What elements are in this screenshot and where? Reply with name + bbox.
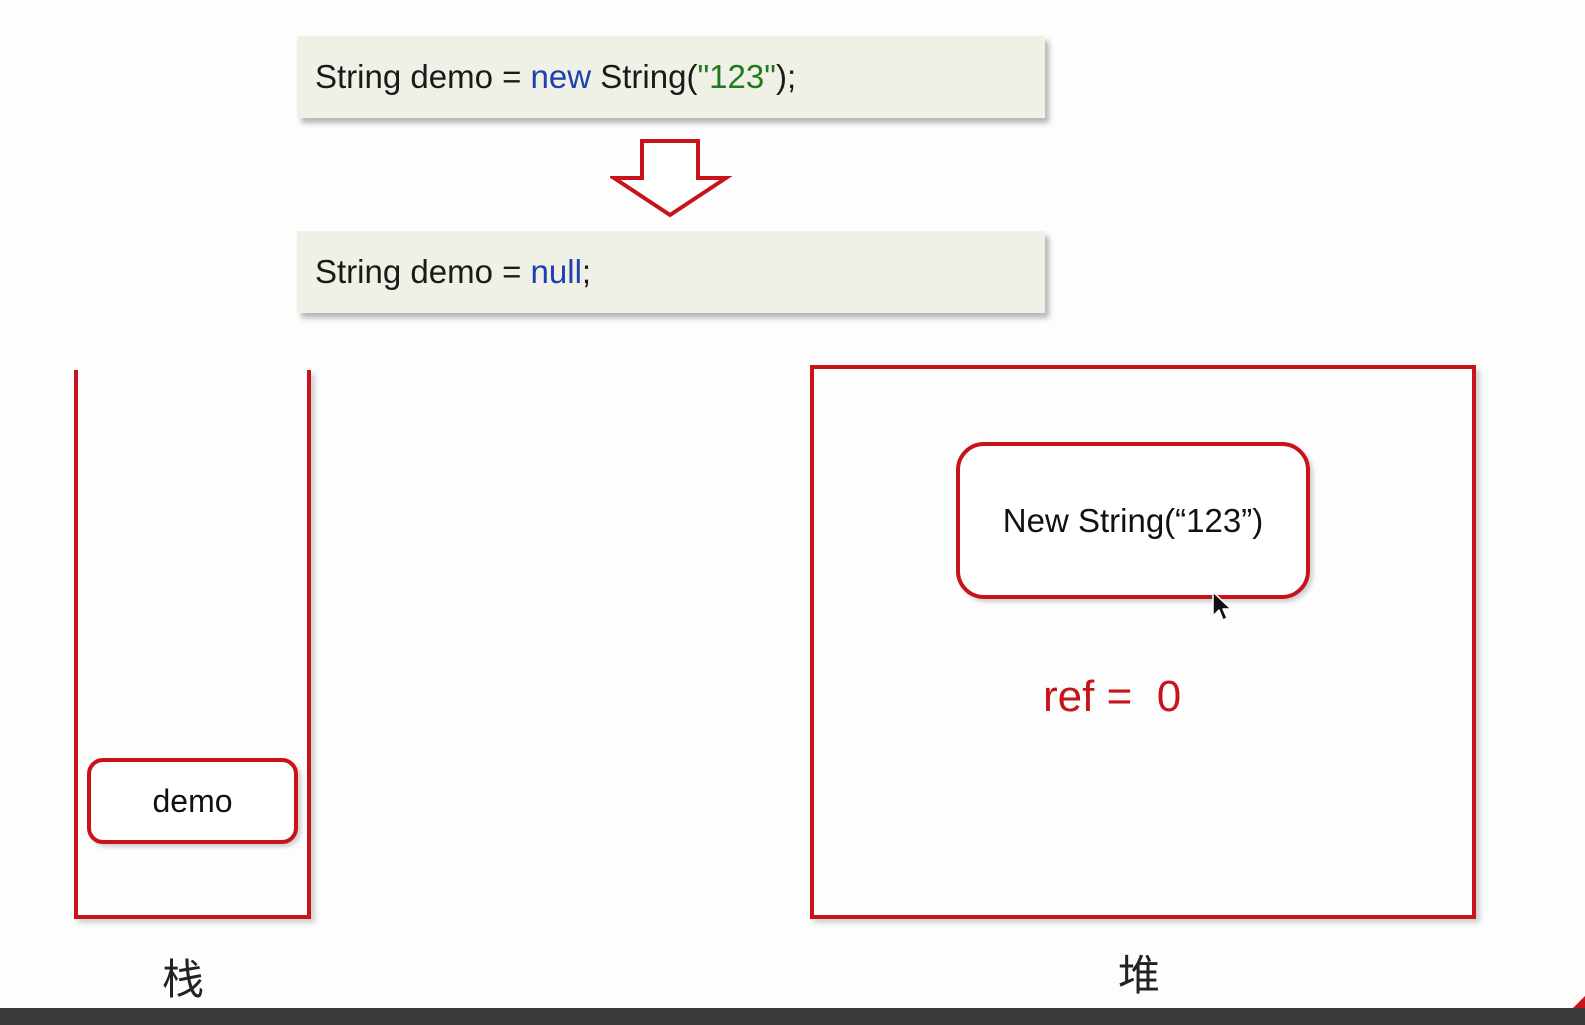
code-token: ); xyxy=(775,58,797,95)
code-token: String demo = xyxy=(315,58,531,95)
resize-corner-icon xyxy=(1573,996,1585,1008)
string-literal: "123" xyxy=(697,58,776,95)
stack-container xyxy=(74,370,311,919)
reference-count: ref = 0 xyxy=(1043,672,1182,721)
keyword-new: new xyxy=(530,58,592,95)
down-arrow-icon xyxy=(610,139,732,218)
keyword-null: null xyxy=(530,253,582,290)
bottom-bar xyxy=(0,1008,1585,1025)
code-statement-2: String demo = null; xyxy=(297,231,1045,313)
code-token: ; xyxy=(581,253,592,290)
stack-variable-demo: demo xyxy=(87,758,298,844)
heap-label: 堆 xyxy=(1118,951,1161,1000)
code-token: String( xyxy=(591,58,698,95)
mouse-cursor-icon xyxy=(1212,591,1232,621)
stack-label: 栈 xyxy=(162,955,205,1004)
heap-container xyxy=(810,365,1476,919)
heap-object-string: New String(“123”) xyxy=(956,442,1310,599)
code-token: String demo = xyxy=(315,253,531,290)
code-statement-1: String demo = new String("123"); xyxy=(297,36,1045,118)
